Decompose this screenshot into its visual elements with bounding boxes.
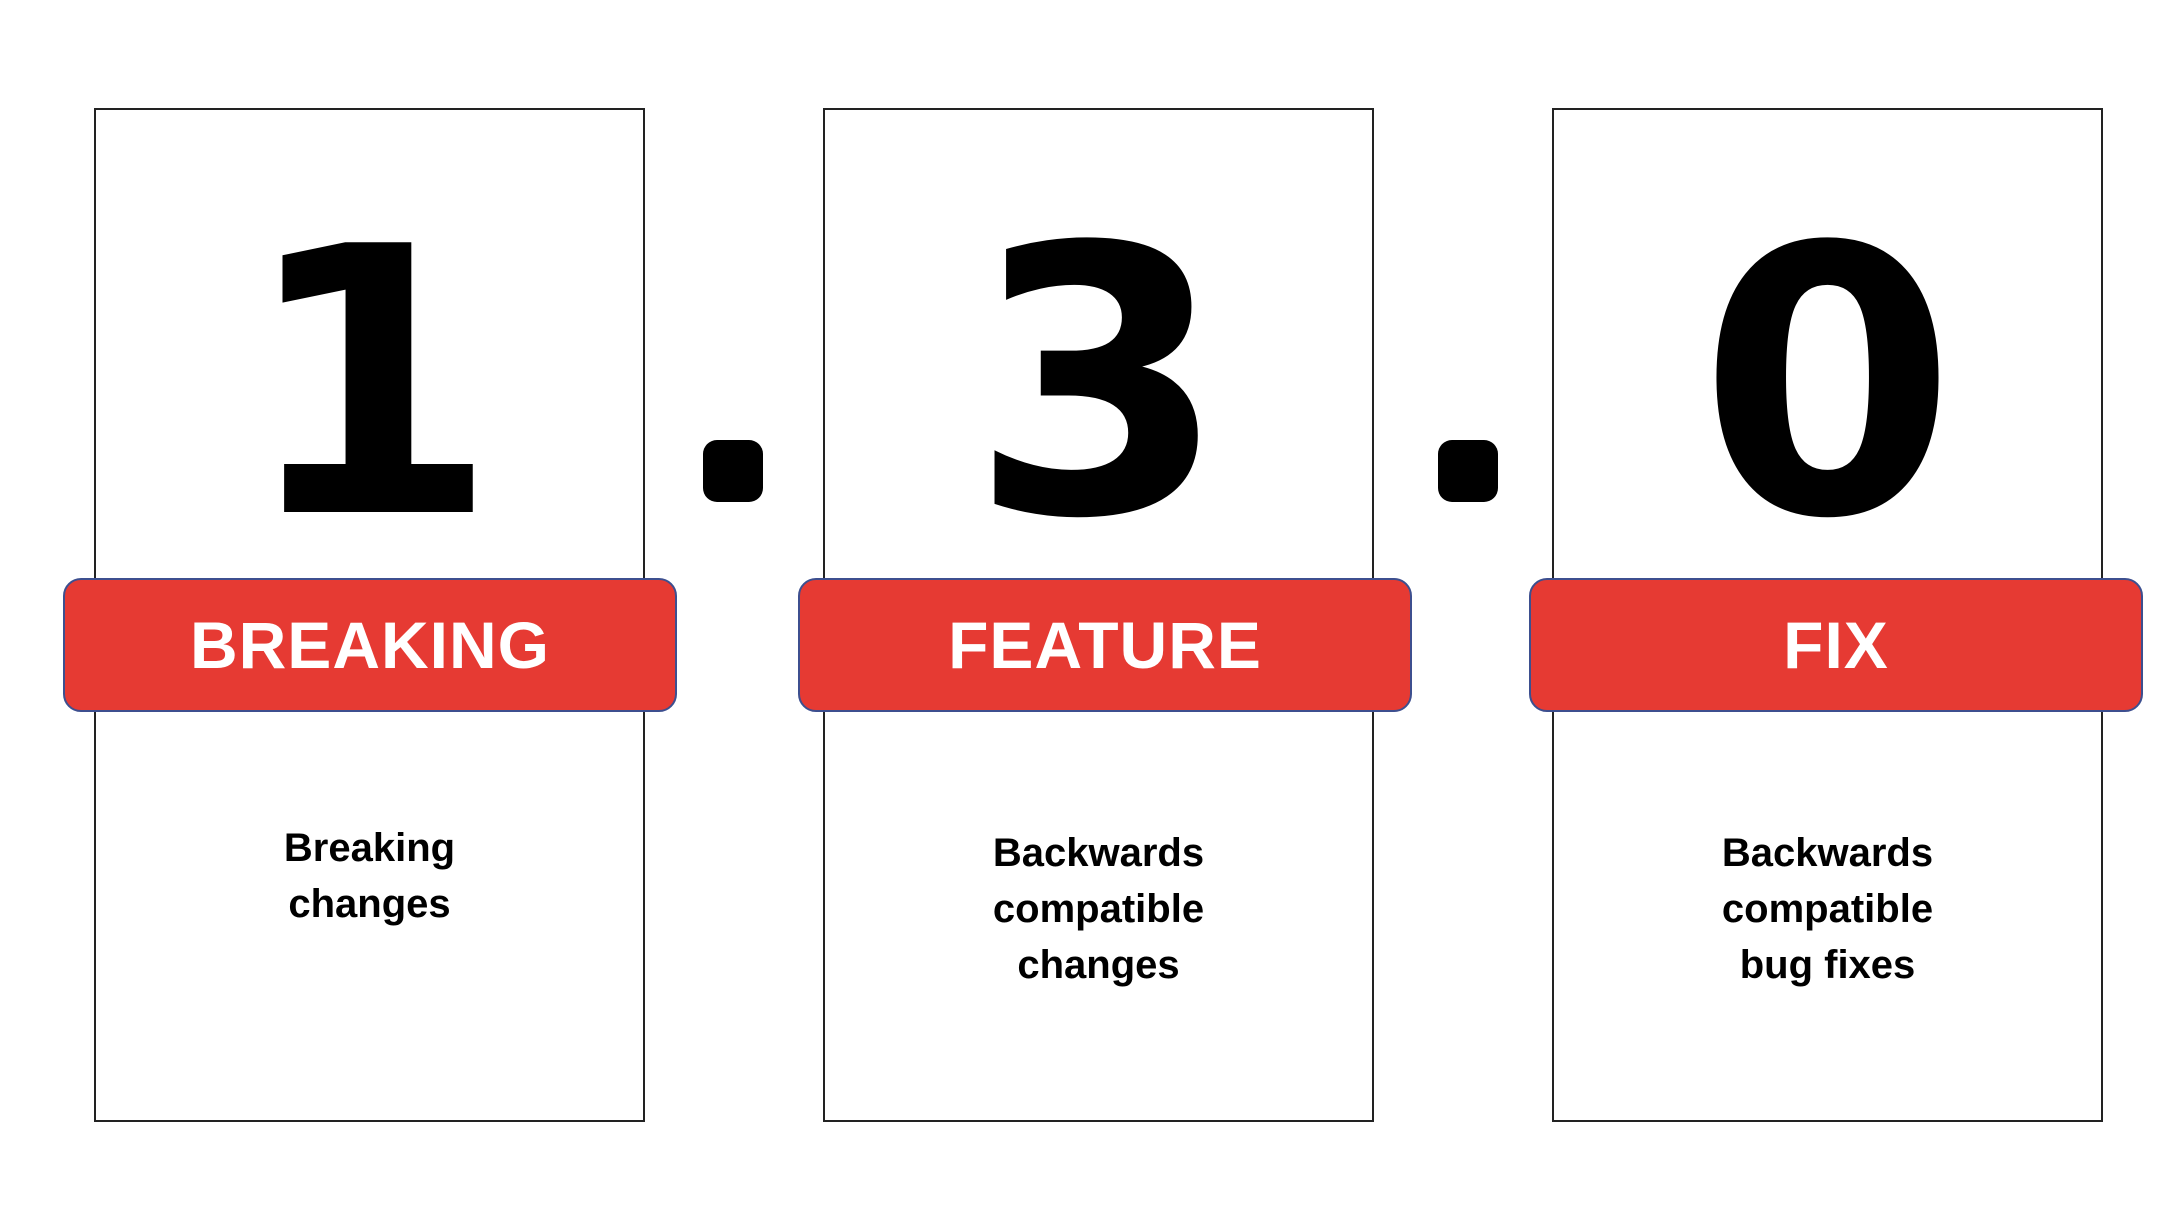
patch-label-badge: FIX [1529, 578, 2143, 712]
minor-version-digit: 3 [969, 170, 1228, 600]
minor-description-line: changes [1017, 943, 1180, 987]
major-description-line: Breaking [283, 826, 456, 870]
patch-description-line: Backwards [1721, 831, 1934, 875]
version-separator-dot [703, 440, 763, 502]
patch-description-line: compatible [1721, 887, 1934, 931]
major-version-digit: 1 [240, 170, 499, 600]
major-description: Breaking changes [94, 820, 645, 932]
minor-description-line: compatible [992, 887, 1205, 931]
patch-description-line: bug fixes [1739, 943, 1916, 987]
version-separator-dot [1438, 440, 1498, 502]
patch-version-digit: 0 [1698, 170, 1957, 600]
minor-description-line: Backwards [992, 831, 1205, 875]
patch-description: Backwards compatible bug fixes [1552, 825, 2103, 993]
major-description-line: changes [288, 882, 451, 926]
minor-description: Backwards compatible changes [823, 825, 1374, 993]
minor-label-badge: FEATURE [798, 578, 1412, 712]
major-label-badge: BREAKING [63, 578, 677, 712]
